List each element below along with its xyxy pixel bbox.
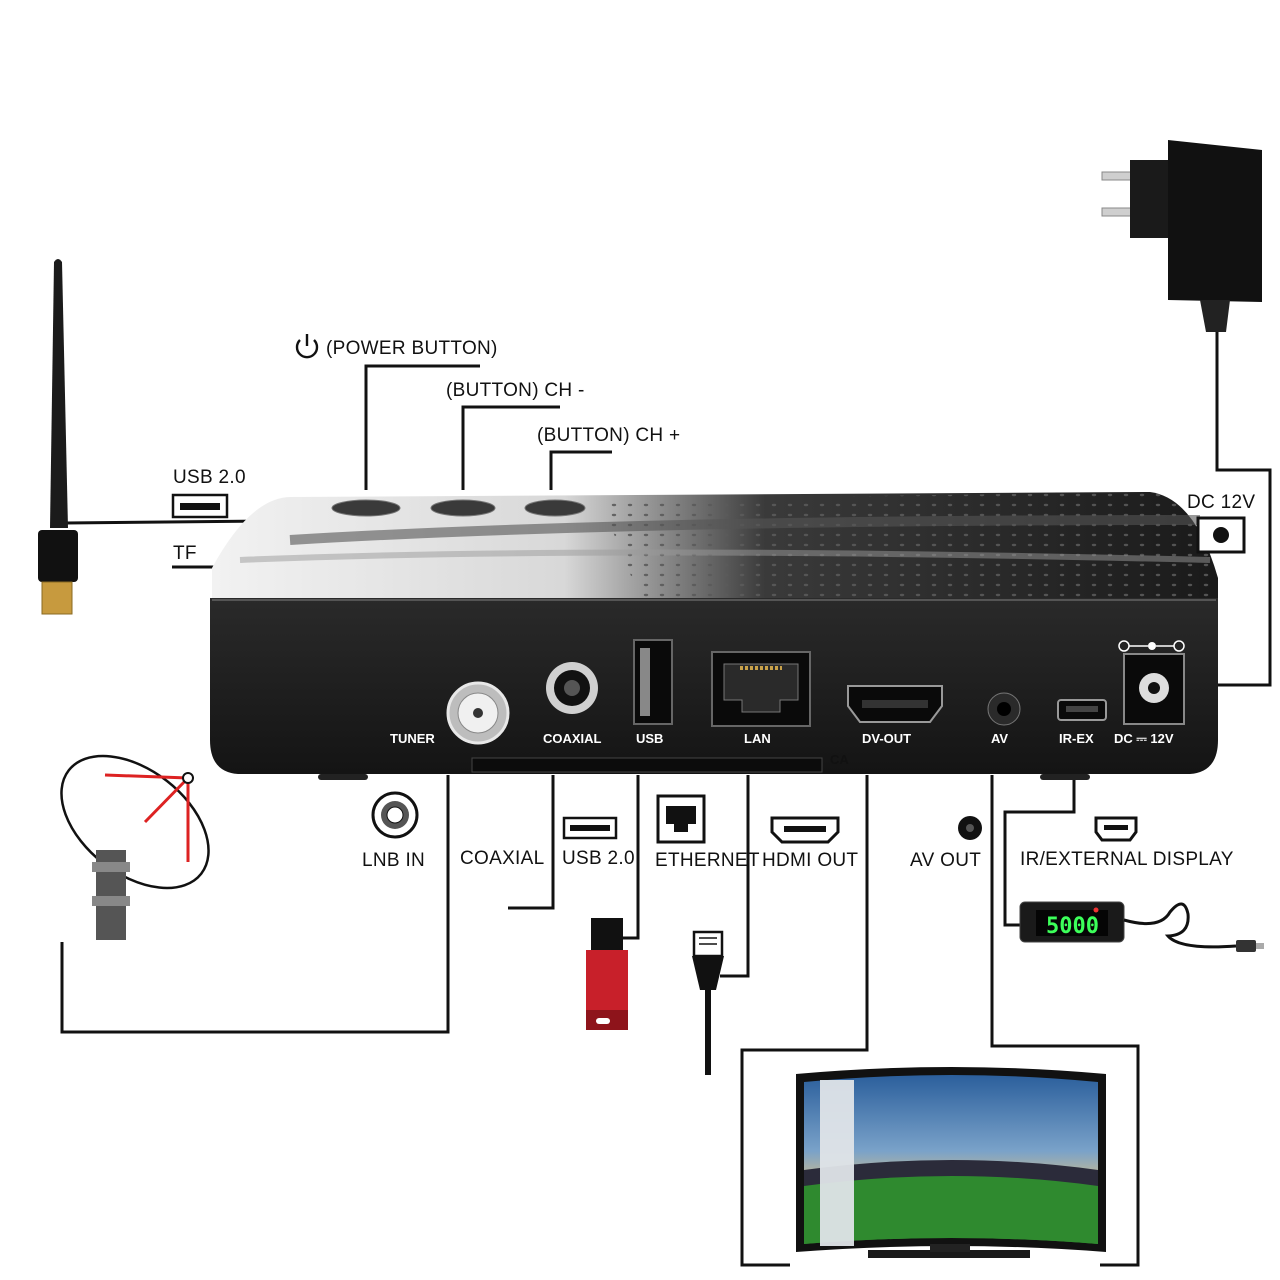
adapter-prong-bottom xyxy=(1101,207,1135,217)
usb-side-leader xyxy=(65,519,269,525)
ch-minus-label: (BUTTON) CH - xyxy=(446,380,585,401)
ca-slot[interactable] xyxy=(471,757,823,773)
hdmi-out-label: HDMI OUT xyxy=(762,850,858,871)
lnb-in-label: LNB IN xyxy=(362,850,425,871)
av-jack-icon xyxy=(958,816,982,840)
box-vents xyxy=(600,492,1218,598)
usb-port[interactable] xyxy=(633,639,673,725)
coaxial-port[interactable] xyxy=(546,662,598,714)
dc-polarity-icon xyxy=(1118,640,1185,652)
lnb-connector-icon xyxy=(371,791,419,839)
hdmi-cable xyxy=(740,775,869,1267)
box-swoosh-2 xyxy=(239,549,1211,563)
ch-minus-leader xyxy=(461,405,560,490)
ch-minus-button[interactable] xyxy=(430,499,496,517)
hdmi-port-icon xyxy=(770,816,840,844)
television xyxy=(796,1067,1106,1258)
mini-usb-icon xyxy=(1094,816,1138,842)
dongle-usb-plug xyxy=(41,581,73,615)
usb-flash-drive xyxy=(586,918,628,1030)
ch-plus-label: (BUTTON) CH + xyxy=(537,425,680,446)
dc-power-cable xyxy=(1215,330,1272,687)
power-button-label: (POWER BUTTON) xyxy=(326,338,498,359)
ir-ex-label: IR-EX xyxy=(1059,731,1094,746)
power-button-leader xyxy=(364,364,480,490)
external-display: 5000 xyxy=(1019,901,1264,952)
dc-port-label: DC ⎓ 12V xyxy=(1114,731,1174,746)
hdmi-port[interactable] xyxy=(847,685,943,723)
box-foot-right xyxy=(1040,774,1090,780)
lan-port-label: LAN xyxy=(744,731,771,746)
usb-bottom-icon xyxy=(562,816,618,840)
ch-plus-leader xyxy=(549,450,612,490)
lnb-cable xyxy=(60,775,450,1034)
dv-out-label: DV-OUT xyxy=(862,731,911,746)
adapter-prong-top xyxy=(1101,171,1135,181)
ca-label: CA xyxy=(830,752,849,767)
adapter-body xyxy=(1168,140,1262,302)
ir-cable xyxy=(1003,775,1076,927)
tf-label: TF xyxy=(173,543,197,564)
usb-port-label: USB xyxy=(636,731,663,746)
antenna xyxy=(50,259,68,528)
wifi-dongle xyxy=(38,259,78,615)
ethernet-cable xyxy=(720,775,750,978)
wiring xyxy=(60,330,1272,1267)
dc12v-label: DC 12V xyxy=(1187,492,1255,513)
tuner-label: TUNER xyxy=(390,731,435,746)
ethernet-port-icon xyxy=(656,794,706,844)
usb-bottom-label: USB 2.0 xyxy=(562,848,635,869)
usb-side-label: USB 2.0 xyxy=(173,467,246,488)
dc-port[interactable] xyxy=(1123,653,1185,725)
power-adapter xyxy=(1101,140,1262,332)
power-icon xyxy=(295,334,319,359)
dc-jack-icon xyxy=(1196,516,1246,554)
coaxial-label: COAXIAL xyxy=(460,848,544,869)
av-port-label: AV xyxy=(991,731,1008,746)
usb-stick-cable xyxy=(622,775,640,940)
adapter-strain-relief xyxy=(1200,300,1230,332)
av-out-label: AV OUT xyxy=(910,850,981,871)
box-swoosh xyxy=(289,515,1201,545)
ir-ex-port[interactable] xyxy=(1057,699,1107,721)
display-digits: 5000 xyxy=(1046,914,1099,939)
tuner-port[interactable] xyxy=(446,681,510,745)
satellite-dish xyxy=(60,754,210,940)
lan-port[interactable] xyxy=(711,651,811,727)
av-cable xyxy=(990,775,1140,1267)
av-port[interactable] xyxy=(987,692,1021,726)
set-top-box: CA TUNER COAXIAL USB LAN xyxy=(210,492,1218,780)
dongle-body xyxy=(38,530,78,582)
ethernet-label: ETHERNET xyxy=(655,850,760,871)
adapter-plug-face xyxy=(1130,160,1168,238)
ethernet-plug xyxy=(692,930,724,1075)
coaxial-leader xyxy=(508,775,555,910)
box-foot-left xyxy=(318,774,368,780)
usb-port-icon xyxy=(171,493,229,519)
power-button[interactable] xyxy=(331,499,401,517)
coaxial-port-label: COAXIAL xyxy=(543,731,602,746)
ir-external-label: IR/EXTERNAL DISPLAY xyxy=(1020,849,1234,870)
ch-plus-button[interactable] xyxy=(524,499,586,517)
